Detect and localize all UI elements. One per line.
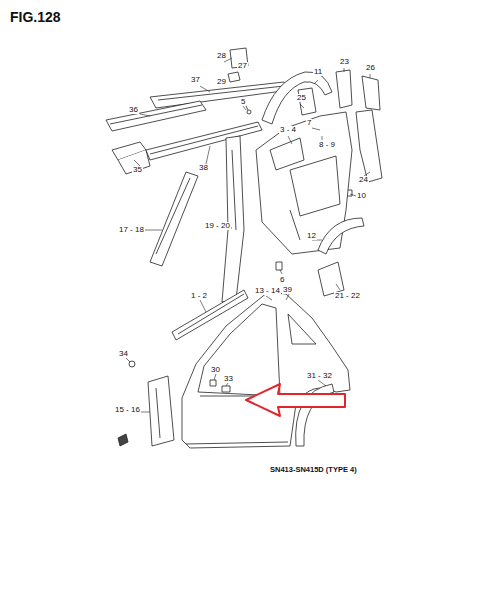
callout-number: 38 — [198, 164, 209, 172]
model-code: SN413-SN415D (TYPE 4) — [270, 466, 357, 474]
side-body-outer — [182, 292, 350, 448]
callout-number: 27 — [237, 62, 248, 70]
callout-number: 12 — [306, 232, 317, 240]
callout-number: 19 - 20 — [204, 222, 231, 230]
pointer-arrow — [246, 384, 345, 416]
pillar-parts — [150, 136, 248, 340]
callout-number: 8 - 9 — [318, 141, 336, 149]
callout-number: 35 — [132, 166, 143, 174]
front-pillar-lower — [118, 361, 230, 446]
wheel-housing-parts — [276, 218, 364, 308]
callout-number: 39 — [282, 286, 293, 294]
callout-number: 10 — [356, 192, 367, 200]
callout-number: 33 — [223, 375, 234, 383]
callout-number: 30 — [210, 366, 221, 374]
callout-number: 21 - 22 — [334, 292, 361, 300]
callout-number: 34 — [118, 350, 129, 358]
callout-number: 26 — [365, 64, 376, 72]
callout-number: 31 - 32 — [306, 372, 333, 380]
callout-number: 13 - 14 — [254, 287, 281, 295]
callout-number: 28 — [216, 52, 227, 60]
figure-title: FIG.128 — [10, 10, 61, 24]
callout-number: 5 — [240, 98, 246, 106]
callout-number: 7 — [306, 119, 312, 127]
callout-number: 3 - 4 — [279, 126, 297, 134]
callout-number: 23 — [339, 58, 350, 66]
callout-number: 29 — [216, 78, 227, 86]
callout-number: 37 — [190, 76, 201, 84]
callout-number: 1 - 2 — [190, 292, 208, 300]
callout-number: 15 - 16 — [114, 406, 141, 414]
callout-number: 24 — [358, 176, 369, 184]
callout-number: 17 - 18 — [118, 226, 145, 234]
leader-lines — [126, 58, 370, 412]
callout-number: 25 — [296, 94, 307, 102]
callout-number: 6 — [279, 276, 285, 284]
callout-number: 36 — [128, 106, 139, 114]
callout-number: 11 — [313, 68, 323, 76]
